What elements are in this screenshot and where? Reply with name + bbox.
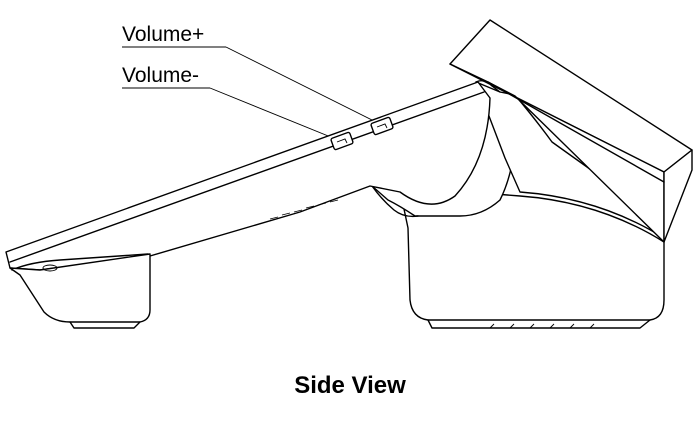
base-foot xyxy=(427,319,651,329)
main-body-top-edge xyxy=(9,91,485,263)
volume-up-leader-line xyxy=(225,46,385,127)
volume-down-leader-line xyxy=(209,87,344,143)
volume-up-callout-label: Volume+ xyxy=(122,23,204,46)
front-indicator xyxy=(42,264,58,272)
display-front-edge xyxy=(663,149,693,243)
vent-slots xyxy=(269,199,339,220)
base-pedestal xyxy=(399,189,665,321)
display-seam xyxy=(487,81,665,183)
figure-caption: Side View xyxy=(294,372,406,399)
front-foot-sole xyxy=(69,321,141,329)
volume-up-button[interactable] xyxy=(370,116,394,136)
hinge-collar xyxy=(371,185,419,218)
volume-down-button[interactable] xyxy=(330,131,354,151)
display-panel xyxy=(449,63,665,243)
base-foot-pads xyxy=(489,323,595,329)
volume-down-callout-label: Volume- xyxy=(122,64,199,87)
display-hinge-joint xyxy=(475,79,501,93)
